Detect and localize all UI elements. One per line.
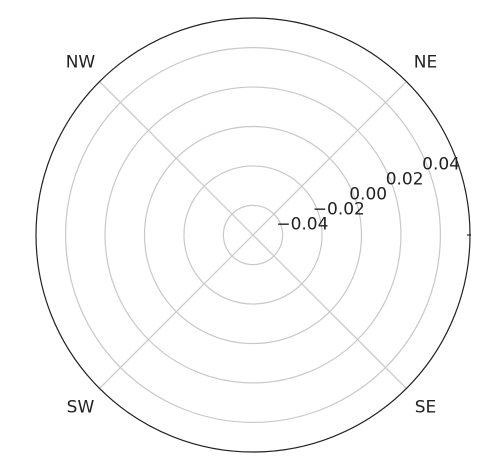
r-tick-label-4: 0.04	[422, 154, 460, 174]
radial-gridline-0	[222, 204, 284, 266]
angular-gridlines	[99, 81, 407, 389]
radial-gridlines	[64, 46, 442, 424]
angular-gridline-se	[252, 234, 407, 389]
angle-label-ne: NE	[414, 52, 437, 72]
angle-label-se: SE	[415, 398, 437, 418]
angle-label-nw: NW	[66, 52, 96, 72]
radial-tick-labels: −0.04−0.020.000.020.04	[276, 154, 460, 234]
r-tick-label-0: −0.04	[276, 215, 328, 235]
angular-gridline-ne	[252, 81, 407, 236]
r-tick-label-2: 0.00	[349, 184, 387, 204]
radial-gridline-3	[104, 86, 402, 384]
angular-gridline-nw	[99, 81, 254, 236]
r-tick-label-3: 0.02	[386, 169, 424, 189]
angular-gridline-sw	[99, 234, 254, 389]
radial-gridline-4	[64, 46, 442, 424]
radial-gridline-2	[143, 125, 363, 345]
angle-labels: NE NW SW SE	[66, 52, 438, 417]
r-tick-label-1: −0.02	[313, 200, 365, 220]
radial-gridline-1	[183, 165, 323, 305]
angle-label-sw: SW	[67, 398, 95, 418]
